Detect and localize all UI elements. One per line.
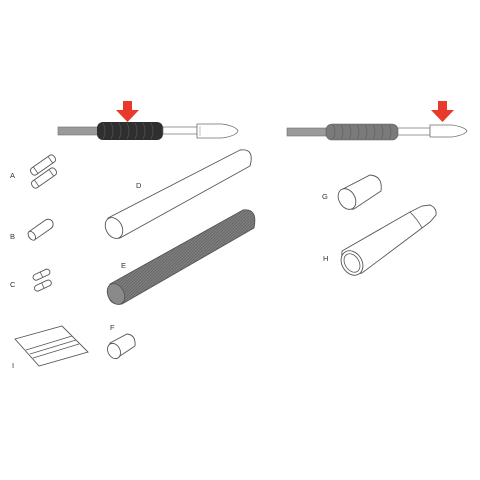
part-a-fuses xyxy=(29,154,58,189)
part-f-short-tube xyxy=(107,333,136,360)
label-g: G xyxy=(322,192,328,201)
label-c: C xyxy=(10,280,16,289)
part-d-long-tube xyxy=(104,149,252,239)
label-d: D xyxy=(136,181,142,190)
part-e-hatched-tube xyxy=(106,209,256,305)
part-i-sheet xyxy=(14,325,89,367)
part-b-small-tube xyxy=(27,218,54,241)
gray-sleeve xyxy=(325,123,399,141)
label-i: I xyxy=(12,361,14,370)
part-g-short-tube xyxy=(337,174,382,210)
down-arrow-icon xyxy=(116,101,139,122)
label-b: B xyxy=(10,232,15,241)
part-c-connectors xyxy=(32,268,52,292)
label-h: H xyxy=(323,254,328,263)
part-h-end-cap xyxy=(340,204,437,276)
cable-assembly-right xyxy=(286,123,468,141)
label-a: A xyxy=(10,171,15,180)
dark-sleeve xyxy=(97,122,163,140)
label-e: E xyxy=(121,261,126,270)
label-f: F xyxy=(110,323,115,332)
down-arrow-icon xyxy=(431,101,454,122)
cable-assembly-left xyxy=(57,122,239,140)
